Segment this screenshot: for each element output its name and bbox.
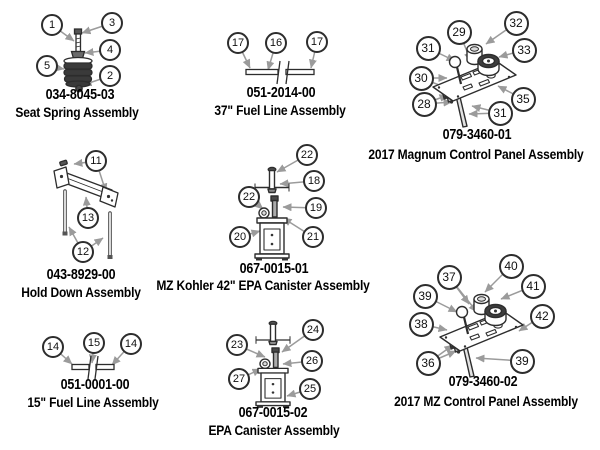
callout-21: 21: [302, 226, 324, 248]
mz-control-panel-part-number: 079-3460-02: [448, 374, 518, 390]
callout-22: 22: [238, 186, 260, 208]
callout-17: 17: [227, 32, 249, 54]
callout-33: 33: [511, 37, 537, 63]
callout-5: 5: [36, 55, 58, 77]
callout-39: 39: [412, 283, 438, 309]
hold-down-part-number: 043-8929-00: [46, 267, 116, 283]
epa-canister-name: EPA Canister Assembly: [208, 422, 340, 438]
callout-23: 23: [226, 334, 248, 356]
callout-2: 2: [99, 65, 121, 87]
fuel-line-37-name: 37" Fuel Line Assembly: [214, 102, 346, 118]
callout-38: 38: [408, 311, 434, 337]
magnum-control-panel-part-number: 079-3460-01: [442, 127, 512, 143]
callout-31: 31: [415, 35, 441, 61]
callout-16: 16: [265, 32, 287, 54]
callout-42: 42: [529, 303, 555, 329]
fuel-line-15-name: 15" Fuel Line Assembly: [27, 394, 159, 410]
callout-18: 18: [303, 170, 325, 192]
callout-1: 1: [41, 14, 63, 36]
callout-41: 41: [520, 273, 546, 299]
mz-kohler-epa-canister-illustration: [254, 166, 290, 262]
callout-28: 28: [411, 91, 437, 117]
callout-30: 30: [408, 65, 434, 91]
callout-22: 22: [296, 144, 318, 166]
callout-25: 25: [299, 378, 321, 400]
callout-39: 39: [509, 348, 535, 374]
callout-32: 32: [503, 10, 529, 36]
seat-spring-part-number: 034-8045-03: [45, 87, 115, 103]
fuel-line-37-part-number: 051-2014-00: [246, 85, 316, 101]
hold-down-illustration: [53, 159, 119, 259]
mz-kohler-epa-canister-name: MZ Kohler 42" EPA Canister Assembly: [156, 277, 370, 293]
callout-14: 14: [42, 336, 64, 358]
callout-20: 20: [229, 226, 251, 248]
hold-down-name: Hold Down Assembly: [21, 284, 141, 300]
callout-36: 36: [415, 350, 441, 376]
callout-12: 12: [72, 241, 94, 263]
epa-canister-part-number: 067-0015-02: [238, 405, 308, 421]
callout-13: 13: [77, 207, 99, 229]
callout-4: 4: [99, 39, 121, 61]
callout-26: 26: [301, 350, 323, 372]
callout-31: 31: [487, 100, 513, 126]
callout-27: 27: [228, 368, 250, 390]
callout-11: 11: [85, 150, 107, 172]
fuel-line-37-illustration: [245, 60, 315, 85]
callout-35: 35: [510, 86, 536, 112]
epa-canister-illustration: [255, 320, 291, 409]
callout-15: 15: [83, 332, 105, 354]
fuel-line-15-illustration: [71, 355, 115, 380]
callout-14: 14: [120, 333, 142, 355]
magnum-control-panel-name: 2017 Magnum Control Panel Assembly: [368, 146, 584, 162]
callout-24: 24: [302, 319, 324, 341]
seat-spring-name: Seat Spring Assembly: [15, 104, 139, 120]
mz-control-panel-name: 2017 MZ Control Panel Assembly: [394, 393, 578, 409]
callout-40: 40: [498, 253, 524, 279]
mz-kohler-epa-canister-part-number: 067-0015-01: [239, 261, 309, 277]
callout-37: 37: [436, 264, 462, 290]
callout-3: 3: [101, 12, 123, 34]
fuel-line-15-part-number: 051-0001-00: [60, 377, 130, 393]
callout-19: 19: [305, 197, 327, 219]
callout-29: 29: [446, 19, 472, 45]
seat-spring-illustration: [63, 28, 93, 93]
callout-17: 17: [306, 31, 328, 53]
